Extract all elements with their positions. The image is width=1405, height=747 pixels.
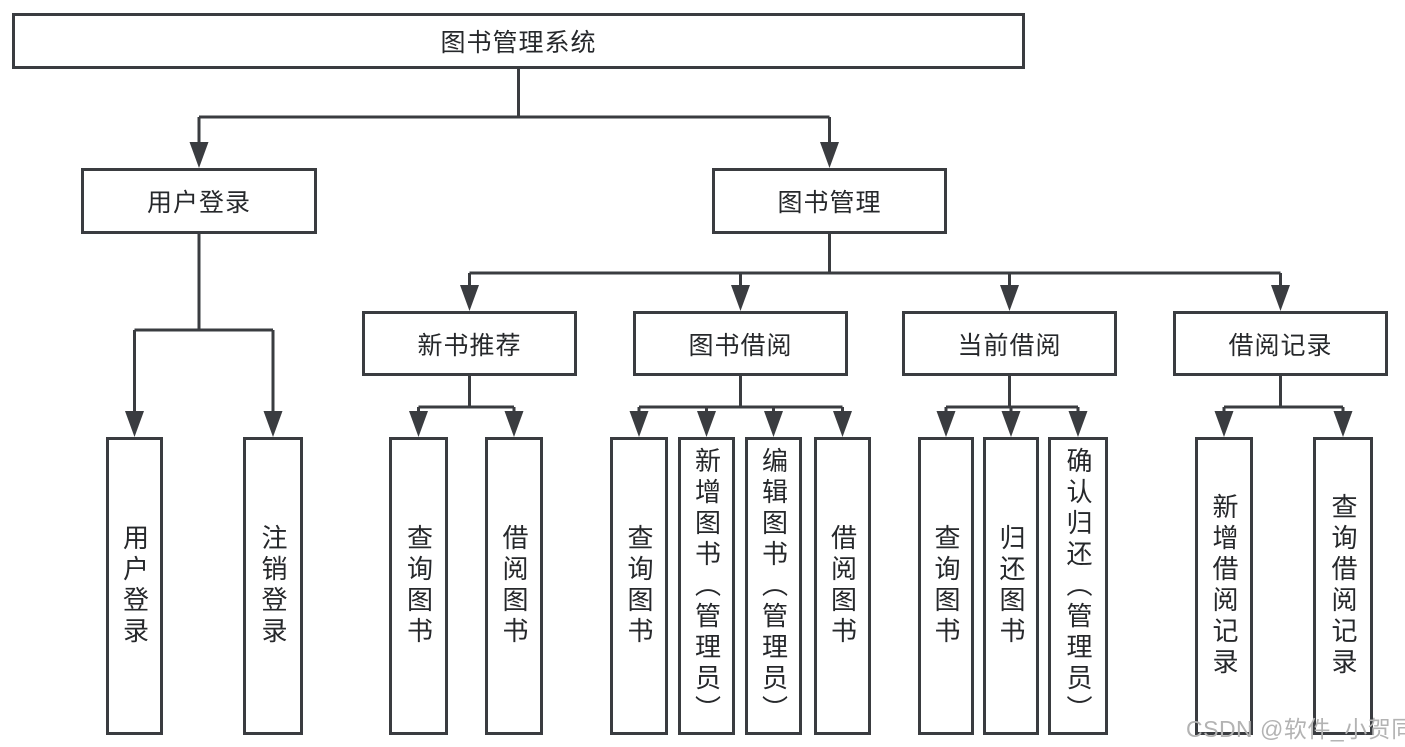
node-user-login-label: 用户登录	[146, 189, 251, 217]
leaf-add-book-admin: 新增图书（管理员）	[678, 437, 735, 735]
node-library-management-system: 图书管理系统	[12, 13, 1025, 69]
leaf-user-login-label: 用户登录	[119, 524, 150, 648]
node-current-borrowing-label: 当前借阅	[957, 331, 1062, 360]
leaf-user-login: 用户登录	[106, 437, 163, 735]
leaf-query-book-current: 查询图书	[918, 437, 974, 735]
leaf-edit-book-admin-label: 编辑图书（管理员）	[758, 446, 789, 726]
leaf-query-borrow-record: 查询借阅记录	[1313, 437, 1373, 735]
leaf-query-book-borrowing-label: 查询图书	[624, 524, 654, 648]
leaf-query-borrow-record-label: 查询借阅记录	[1328, 493, 1358, 679]
node-library-management-system-label: 图书管理系统	[440, 29, 597, 57]
node-book-management-label: 图书管理	[777, 189, 882, 217]
leaf-query-book-recommend: 查询图书	[389, 437, 448, 735]
leaf-borrow-book-recommend: 借阅图书	[485, 437, 543, 735]
leaf-add-book-admin-label: 新增图书（管理员）	[691, 446, 722, 726]
leaf-query-book-recommend-label: 查询图书	[403, 524, 434, 648]
leaf-return-book-label: 归还图书	[996, 524, 1026, 648]
leaf-add-borrow-record: 新增借阅记录	[1195, 437, 1253, 735]
watermark: CSDN @软件_小贺同学	[1186, 716, 1405, 742]
node-new-book-recommend-label: 新书推荐	[417, 331, 522, 360]
leaf-return-book: 归还图书	[983, 437, 1039, 735]
leaf-confirm-return-admin: 确认归还（管理员）	[1048, 437, 1108, 735]
node-new-book-recommend: 新书推荐	[362, 311, 577, 376]
leaf-borrow-book-recommend-label: 借阅图书	[499, 524, 529, 648]
leaf-borrow-book-label: 借阅图书	[827, 524, 858, 648]
node-borrowing-records: 借阅记录	[1173, 311, 1388, 376]
node-book-borrowing: 图书借阅	[633, 311, 848, 376]
node-book-borrowing-label: 图书借阅	[688, 331, 793, 360]
leaf-logout-label: 注销登录	[258, 524, 288, 648]
node-user-login: 用户登录	[81, 168, 317, 234]
leaf-logout: 注销登录	[243, 437, 303, 735]
leaf-query-book-current-label: 查询图书	[931, 524, 961, 648]
node-current-borrowing: 当前借阅	[902, 311, 1117, 376]
leaf-borrow-book: 借阅图书	[814, 437, 871, 735]
leaf-query-book-borrowing: 查询图书	[610, 437, 668, 735]
node-book-management: 图书管理	[712, 168, 947, 234]
leaf-confirm-return-admin-label: 确认归还（管理员）	[1063, 446, 1093, 726]
node-borrowing-records-label: 借阅记录	[1228, 331, 1333, 360]
leaf-edit-book-admin: 编辑图书（管理员）	[745, 437, 802, 735]
leaf-add-borrow-record-label: 新增借阅记录	[1209, 493, 1239, 679]
